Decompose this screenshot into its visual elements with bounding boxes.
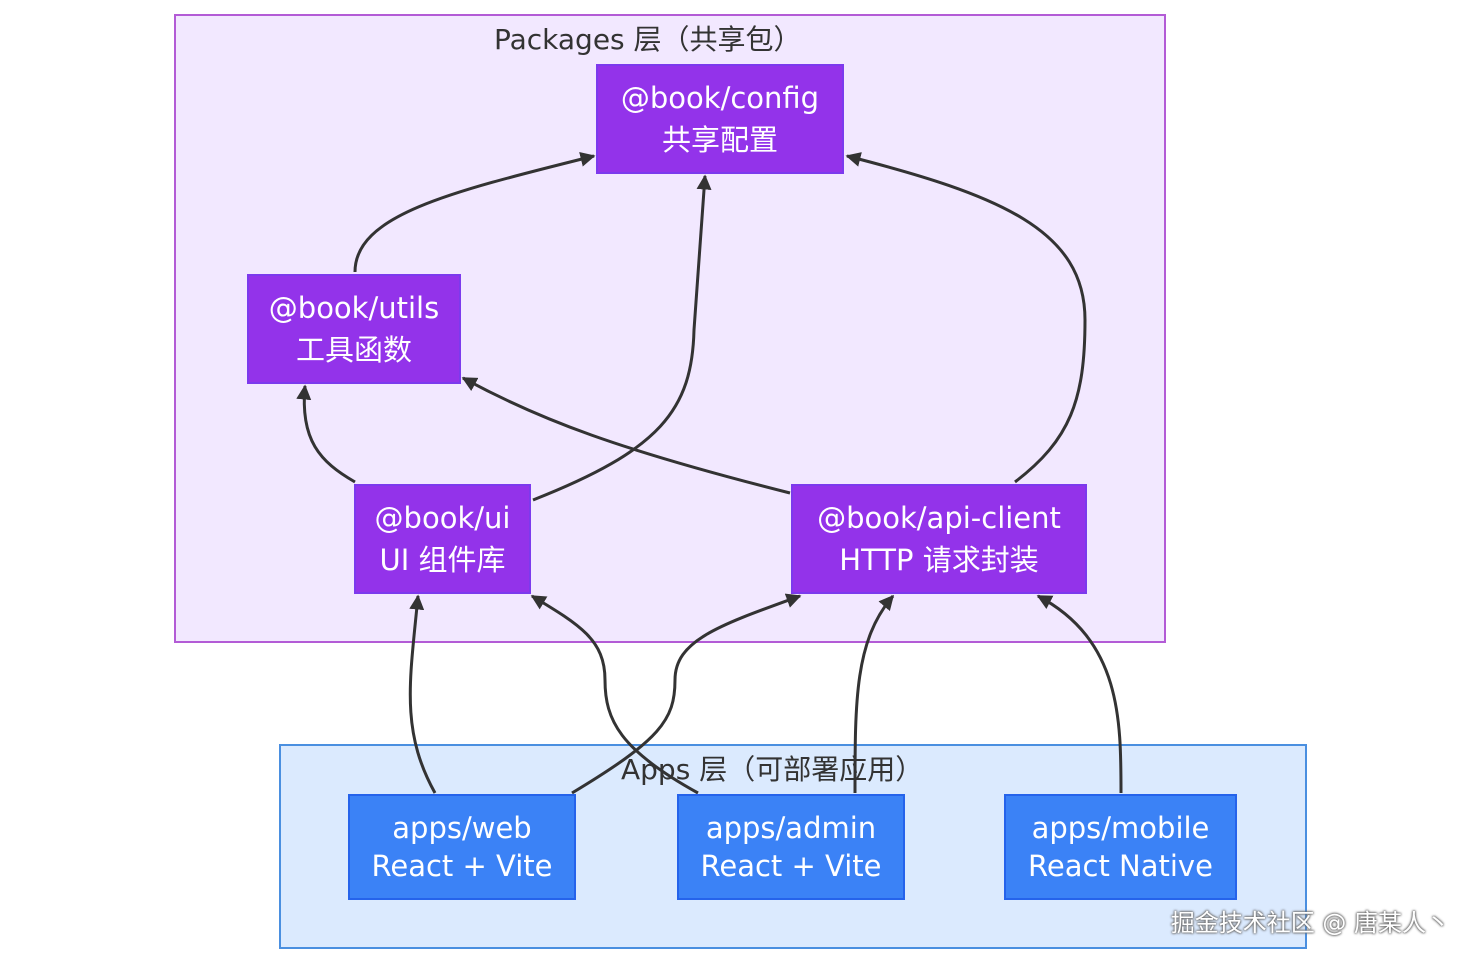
- node-apps-web-desc: React + Vite: [371, 849, 553, 883]
- node-apps-admin-desc: React + Vite: [700, 849, 882, 883]
- node-apps-mobile-desc: React Native: [1028, 849, 1213, 883]
- node-book-utils-desc: 工具函数: [295, 333, 412, 367]
- node-apps-web: apps/web React + Vite: [348, 794, 576, 900]
- edge-ui-to-config: [532, 174, 712, 502]
- node-apps-mobile-name: apps/mobile: [1031, 811, 1210, 845]
- node-book-api-client-name: @book/api-client: [817, 501, 1061, 535]
- node-book-api-client: @book/api-client HTTP 请求封装: [791, 484, 1087, 594]
- node-book-ui-desc: UI 组件库: [379, 543, 506, 577]
- node-apps-admin-name: apps/admin: [705, 811, 877, 845]
- node-book-config: @book/config 共享配置: [596, 64, 844, 174]
- edge-ui-to-utils: [296, 384, 356, 484]
- node-book-config-desc: 共享配置: [661, 123, 778, 157]
- node-book-utils: @book/utils 工具函数: [247, 274, 461, 384]
- edge-web-to-ui: [408, 594, 437, 794]
- node-book-config-name: @book/config: [620, 81, 820, 115]
- edge-api-to-config: [845, 152, 1087, 484]
- edge-utils-to-config: [353, 151, 596, 273]
- node-book-ui: @book/ui UI 组件库: [354, 484, 531, 594]
- watermark: 掘金技术社区 @ 唐某人丶: [1170, 909, 1450, 937]
- edge-api-to-utils: [461, 376, 791, 495]
- node-book-ui-name: @book/ui: [374, 501, 511, 535]
- edge-admin-to-ui: [530, 594, 699, 795]
- packages-layer-label: Packages 层（共享包）: [494, 23, 802, 56]
- node-apps-web-name: apps/web: [392, 811, 532, 845]
- node-book-api-client-desc: HTTP 请求封装: [839, 543, 1039, 577]
- node-apps-mobile: apps/mobile React Native: [1004, 794, 1237, 900]
- edge-mobile-to-api: [1036, 594, 1123, 794]
- node-apps-admin: apps/admin React + Vite: [677, 794, 905, 900]
- edge-admin-to-api: [853, 594, 895, 794]
- node-book-utils-name: @book/utils: [268, 291, 440, 325]
- apps-layer-label: Apps 层（可部署应用）: [621, 753, 924, 786]
